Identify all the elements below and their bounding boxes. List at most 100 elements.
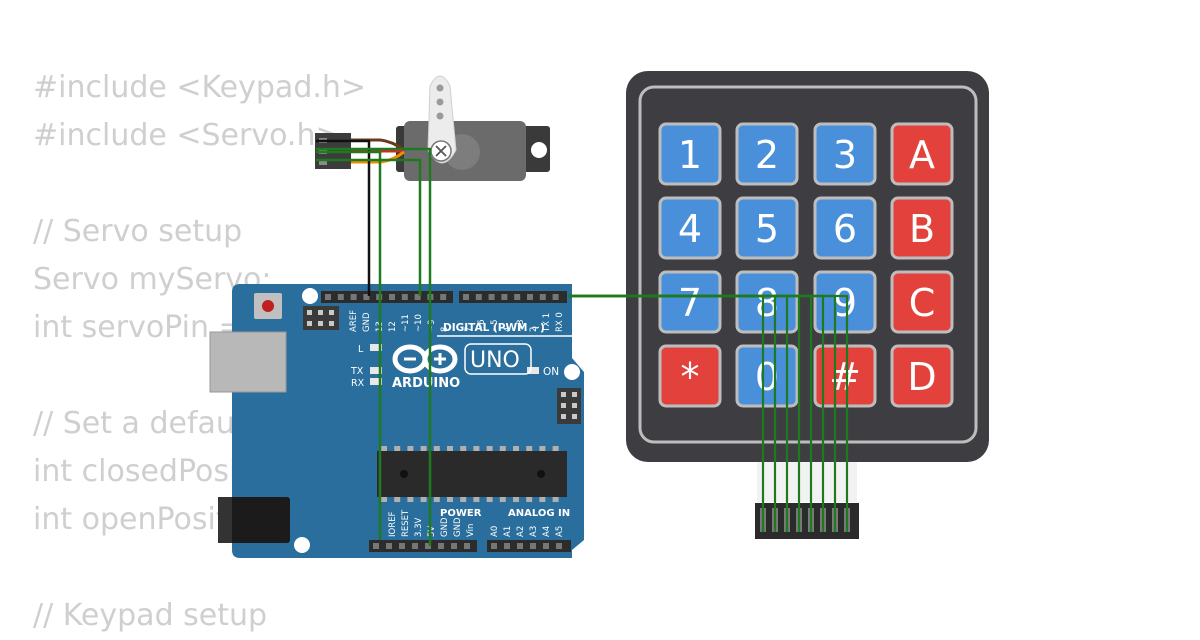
key-label: 5 [755, 207, 779, 251]
chip-pins [381, 446, 559, 502]
bottom-pin-label: RESET [401, 509, 411, 537]
mounting-hole [302, 288, 318, 304]
usb-port [209, 331, 287, 393]
bottom-pin-label: GND [440, 517, 450, 537]
keypad-ribbon [755, 462, 859, 539]
led-label-rx: RX [351, 378, 365, 389]
bottom-pin-label: Vin [466, 524, 476, 537]
key-face [813, 270, 877, 334]
mounting-hole [294, 537, 310, 553]
key-label: 6 [833, 207, 857, 251]
bottom-pin-label: GND [453, 517, 463, 537]
key-B[interactable]: B [890, 196, 954, 260]
key-star[interactable]: * [658, 344, 722, 408]
key-label: 9 [833, 281, 857, 325]
led-tx [370, 367, 382, 374]
code-line: // Keypad setup [33, 598, 268, 633]
top-pin-label: GND [362, 312, 372, 332]
bottom-pin-label: 3.3V [414, 517, 424, 537]
servo-mount-hole-right [531, 142, 547, 158]
top-pin-label: ~5 [490, 319, 500, 332]
logo-plus-icon [434, 353, 446, 365]
key-face [735, 196, 799, 260]
bottom-pin-label: A5 [555, 526, 565, 537]
top-pin-label: AREF [349, 310, 359, 332]
key-face [735, 122, 799, 186]
servo-horn-hole [436, 112, 444, 120]
top-pin-label: 2 [529, 327, 539, 332]
reset-button-cap [262, 300, 274, 312]
key-5[interactable]: 5 [735, 196, 799, 260]
led-label-tx: TX [350, 366, 364, 377]
key-label: 4 [678, 207, 702, 251]
keypad-border [638, 85, 978, 444]
key-A[interactable]: A [890, 122, 954, 186]
key-face [658, 122, 722, 186]
analog-header-label: ANALOG IN [508, 508, 570, 519]
bottom-pin-label: A3 [529, 526, 539, 537]
key-D[interactable]: D [890, 344, 954, 408]
chip-dot [537, 470, 545, 478]
key-9[interactable]: 9 [813, 270, 877, 334]
power-header-label: POWER [440, 508, 482, 519]
key-face [813, 196, 877, 260]
key-7[interactable]: 7 [658, 270, 722, 334]
power-header [369, 540, 477, 552]
led-l [370, 344, 382, 351]
servo-screw-icon [435, 145, 447, 157]
key-label: D [907, 355, 936, 399]
key-1[interactable]: 1 [658, 122, 722, 186]
code-line: // Servo setup [33, 214, 243, 249]
key-face [735, 344, 799, 408]
bottom-pin-label: 5V [427, 526, 437, 537]
digital-header-right [459, 291, 567, 303]
top-pin-label: 7 [464, 327, 474, 332]
bottom-header-pins [373, 543, 562, 549]
wire-keypad-8 [568, 294, 849, 532]
model-label: UNO [470, 348, 520, 373]
key-label: 3 [833, 133, 857, 177]
uno-badge [464, 343, 532, 375]
servo-connector-pin [319, 160, 327, 165]
key-C[interactable]: C [890, 270, 954, 334]
chip-dot [400, 470, 408, 478]
digital-header-label: DIGITAL (PWM ~) [443, 322, 545, 334]
led-label-on: ON [543, 366, 559, 378]
key-label: 7 [678, 281, 702, 325]
status-leds: L TX RX ON [350, 344, 559, 389]
key-label: # [829, 355, 861, 399]
key-3[interactable]: 3 [813, 122, 877, 186]
led-on [527, 367, 539, 374]
dc-power-jack [218, 497, 290, 543]
icsp-right-pins [561, 392, 577, 419]
key-label: 2 [755, 133, 779, 177]
wire-servo-signal [316, 147, 432, 546]
key-label: A [909, 133, 935, 177]
key-face [658, 270, 722, 334]
code-line: #include <Keypad.h> [33, 70, 367, 105]
wire-servo-power-2 [316, 158, 422, 296]
key-label: C [909, 281, 936, 325]
key-face [890, 344, 954, 408]
key-face [890, 122, 954, 186]
key-2[interactable]: 2 [735, 122, 799, 186]
servo-motor[interactable] [315, 75, 550, 181]
top-pin-label: ~9 [427, 319, 437, 332]
top-pin-label: ~6 [477, 319, 487, 332]
code-line: Servo myServo; [33, 262, 272, 297]
led-label-l: L [358, 344, 364, 355]
icsp-pins [307, 310, 334, 326]
microcontroller-chip [377, 451, 567, 497]
key-label: 1 [678, 133, 702, 177]
icsp-header-top [303, 306, 339, 330]
key-6[interactable]: 6 [813, 196, 877, 260]
key-4[interactable]: 4 [658, 196, 722, 260]
arduino-logo [392, 344, 458, 374]
top-pin-label: ~3 [516, 319, 526, 332]
top-pin-label: RX 0 [555, 312, 565, 332]
